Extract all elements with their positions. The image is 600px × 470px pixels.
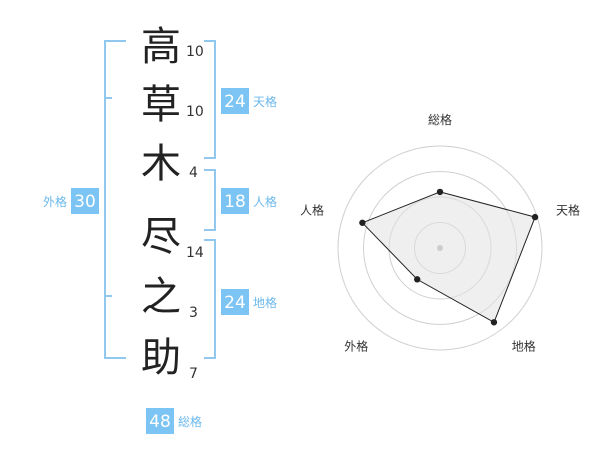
tenkaku-value: 24 (224, 92, 246, 112)
name-char: 尽 (141, 214, 181, 260)
stroke-count: 7 (189, 366, 198, 382)
radar-polygon (361, 191, 536, 324)
stroke-count: 10 (186, 104, 204, 120)
chikaku-badge (221, 289, 249, 315)
jinkaku-value: 18 (224, 192, 246, 212)
name-char: 之 (141, 274, 181, 320)
radar-axis-label: 人格 (300, 202, 324, 217)
radar-axis-label: 総格 (428, 112, 452, 127)
tenkaku-bracket (204, 40, 216, 159)
chikaku-bracket (204, 239, 216, 359)
radar-point (490, 319, 498, 326)
stroke-count: 14 (186, 245, 204, 261)
gaikaku-badge (71, 188, 99, 214)
jinkaku-label: 人格 (253, 194, 277, 209)
radar-point (531, 213, 539, 221)
stroke-count: 4 (189, 165, 198, 181)
radar-point (359, 219, 366, 226)
tenkaku-label: 天格 (253, 94, 277, 109)
name-char: 助 (141, 335, 181, 381)
stroke-count: 3 (189, 305, 198, 321)
soukaku-badge (146, 408, 174, 434)
radar-point (436, 188, 444, 196)
stroke-count: 10 (186, 44, 204, 60)
chikaku-value: 24 (224, 293, 246, 313)
radar-point (414, 276, 421, 283)
jinkaku-badge (221, 188, 249, 214)
radar-axis-label: 外格 (344, 339, 368, 354)
gaikaku-label: 外格 (43, 194, 67, 209)
name-char: 木 (141, 141, 181, 187)
radar-center (437, 245, 443, 251)
radar-axis-label: 天格 (556, 202, 580, 217)
radar-axis-label: 地格 (512, 339, 536, 354)
tenkaku-badge (221, 88, 249, 114)
name-char: 草 (141, 82, 181, 128)
jinkaku-bracket (204, 169, 216, 231)
soukaku-label: 総格 (178, 414, 202, 429)
name-char: 高 (141, 24, 181, 70)
soukaku-value: 48 (149, 412, 171, 432)
gaikaku-bracket (104, 40, 126, 359)
chikaku-label: 地格 (253, 295, 277, 310)
gaikaku-value: 30 (74, 192, 96, 212)
